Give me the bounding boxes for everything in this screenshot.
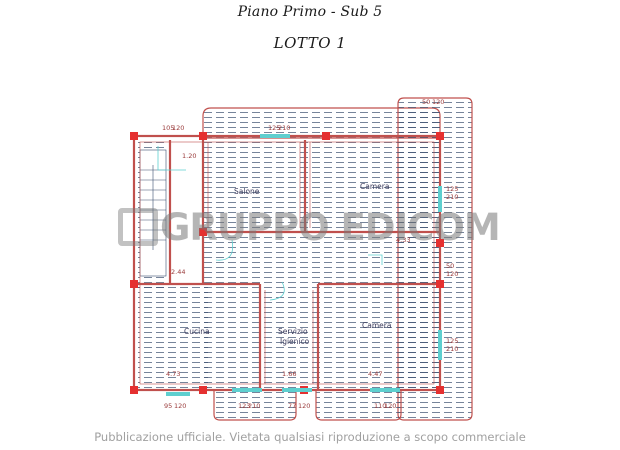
dim-447: 4.47 [368,370,382,378]
room-labels: Salone Camera Cucina Servizio Igienico C… [184,182,391,346]
dim-50b: 50 [446,262,454,270]
dimension-labels: 105 120 125 210 50 120 125 210 50 120 12… [162,98,458,410]
dim-77: 77 [288,402,296,410]
rooms-fill [138,140,441,390]
dim-166: 1.66 [282,370,296,378]
dim-473: 4.73 [166,370,180,378]
inner-wall-lines [139,141,435,385]
door-swings [157,146,383,301]
dim-125a: 125 [268,124,280,132]
dim-110: 110 [374,402,386,410]
dim-244: 2.44 [171,268,185,276]
dim-120f: 120 [384,402,396,410]
watermark-text: GRUPPO EDICOM [160,206,501,249]
footer-notice: Pubblicazione ufficiale. Vietata qualsia… [94,430,526,444]
dim-210c: 210 [446,345,458,353]
dim-120a: 120 [172,124,184,132]
watermark: GRUPPO EDICOM [118,206,518,250]
watermark-logo-icon [118,207,158,246]
dim-210b: 210 [446,193,458,201]
dim-120c: 120 [446,270,458,278]
dim-210a: 210 [278,124,290,132]
dim-433: 4.33 [396,236,410,244]
plan-title: Piano Primo - Sub 5 [237,4,383,20]
room-label-igienico: Igienico [280,337,310,346]
dim-105: 105 [162,124,174,132]
dim-120b: 120 [432,98,444,106]
balcony-bottom-left [213,389,297,421]
dim-1-20: 1.20 [182,152,196,160]
dim-210d: 210 [248,402,260,410]
dim-120e: 120 [298,402,310,410]
dim-120d: 120 [174,402,186,410]
dim-125b: 125 [446,185,458,193]
balcony-bottom-right [315,389,402,421]
room-label-salone: Salone [234,187,260,196]
room-label-camera-top: Camera [360,182,389,191]
dim-123: 123 [238,402,250,410]
windows [166,134,442,396]
room-label-servizio: Servizio [278,327,308,336]
dim-125c: 125 [446,337,458,345]
room-label-camera-bottom: Camera [362,321,391,330]
dim-95: 95 [164,402,172,410]
room-label-cucina: Cucina [184,327,210,336]
dim-50a: 50 [422,98,430,106]
lot-title: LOTTO 1 [273,34,347,52]
